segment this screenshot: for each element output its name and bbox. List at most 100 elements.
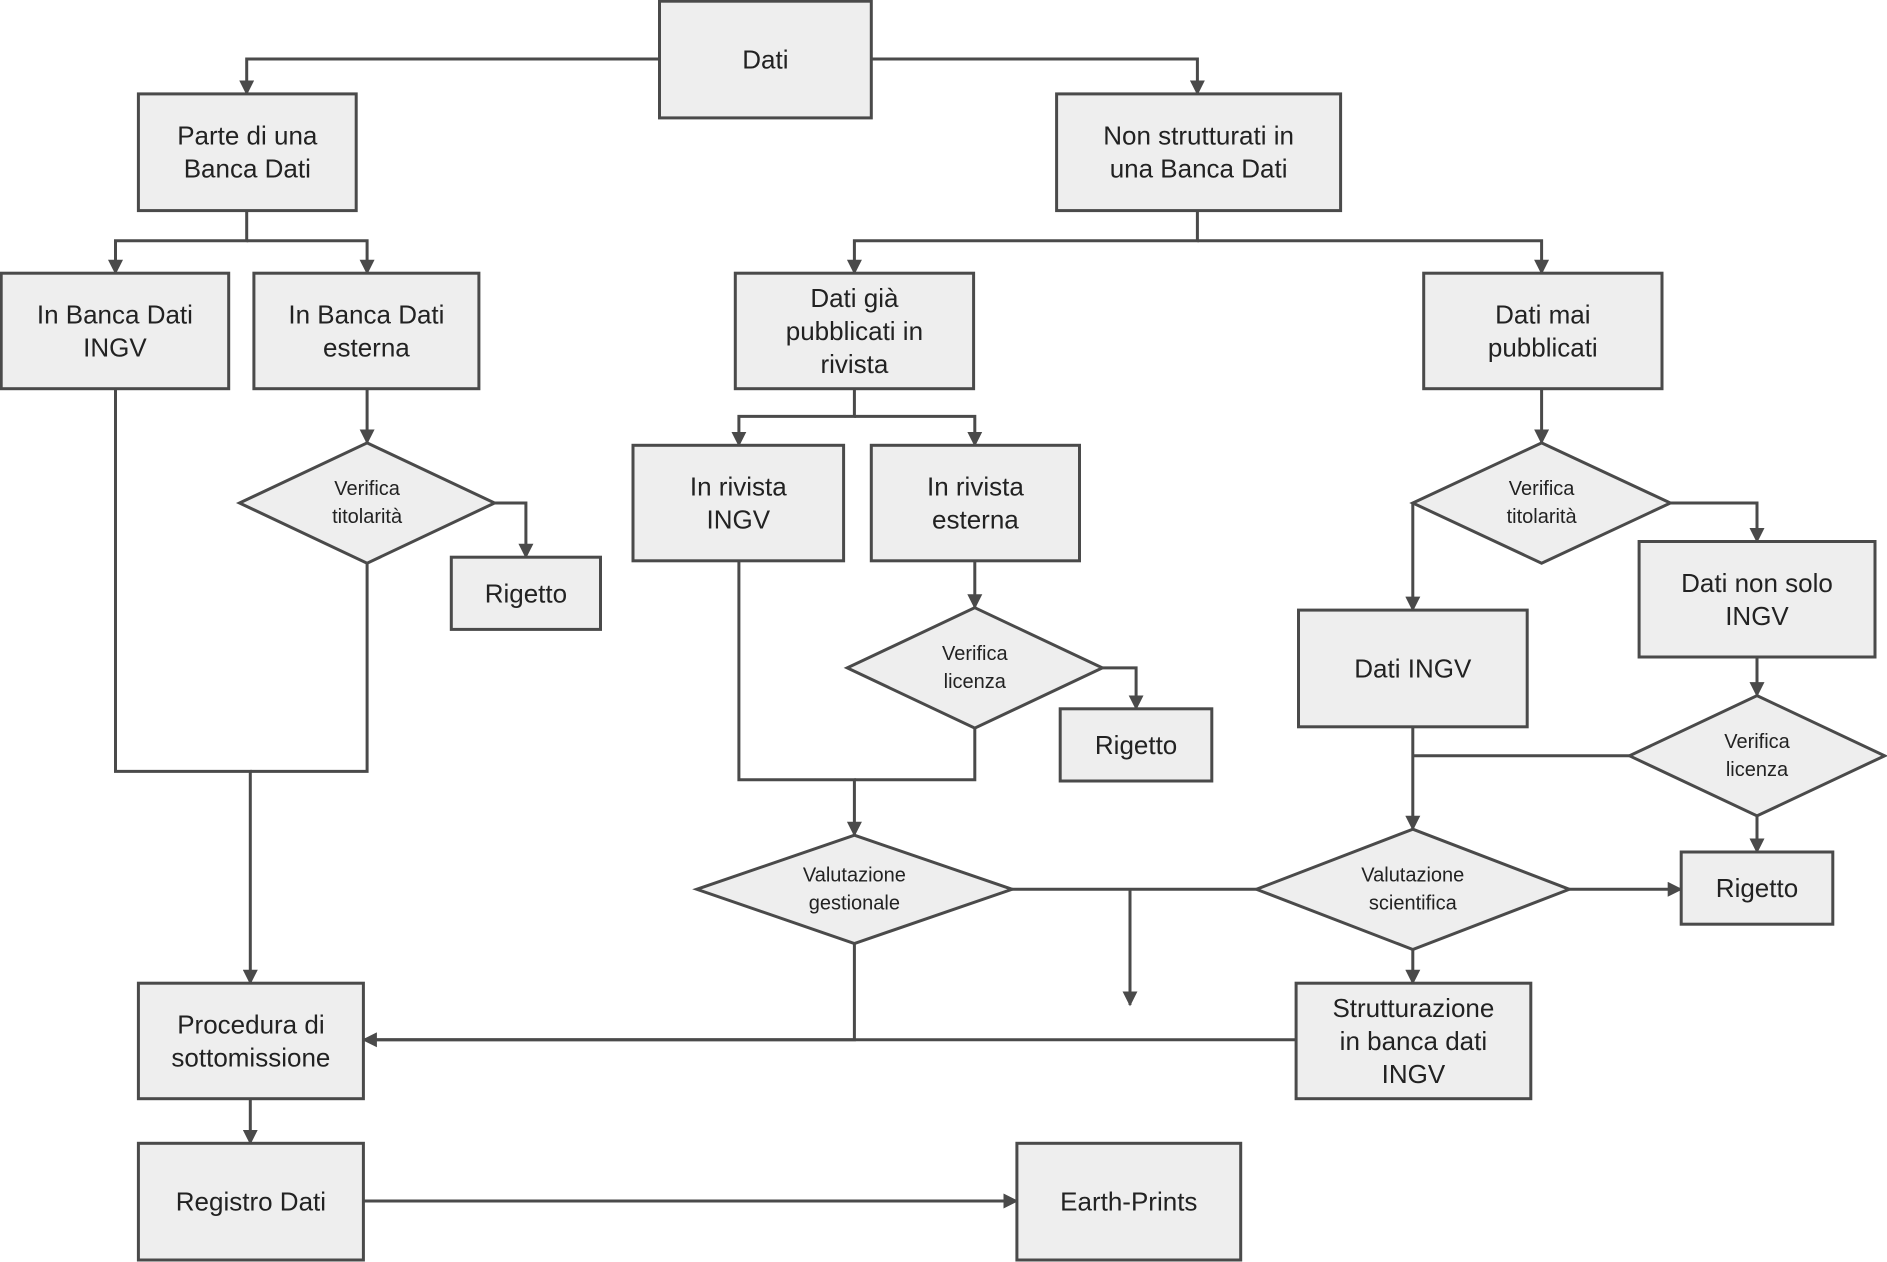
node-label-line: sottomissione <box>171 1043 330 1073</box>
edge-verifica_licenza_1-to-valutazione_gestionale <box>854 728 977 782</box>
node-label-line: esterna <box>932 505 1019 535</box>
edge-parte_banca-to-banca_esterna <box>246 239 375 275</box>
edge-verifica_licenza_1-to-rigetto_2 <box>1102 666 1144 711</box>
edge-non_strutturati-to-gia_pubblicati <box>846 210 1199 275</box>
edge-dati-to-parte_banca <box>239 57 660 96</box>
node-label-line: Verifica <box>1509 478 1575 500</box>
edge-gia_pubblicati-to-rivista_esterna <box>854 414 983 447</box>
node-rigetto-1: Rigetto <box>449 555 602 631</box>
edge-verifica_titolarita_2-to-dati_non_solo <box>1670 501 1765 543</box>
edge-banca_ingv-to-procedura <box>114 388 258 985</box>
node-label-line: Non strutturati in <box>1103 121 1294 151</box>
node-label-line: Dati già <box>810 283 899 313</box>
node-rigetto-3: Rigetto <box>1679 850 1835 926</box>
process-box <box>1422 271 1664 391</box>
process-box <box>449 555 602 631</box>
node-label-line: Rigetto <box>1716 873 1798 903</box>
edge-verifica_titolarita_1-to-procedura <box>250 563 369 773</box>
edge-dati-to-non_strutturati <box>871 57 1205 96</box>
process-box <box>869 443 1081 563</box>
process-box <box>136 92 358 213</box>
node-label-line: titolarità <box>332 506 403 528</box>
edge-valutazione_gestionale-to-procedura <box>361 943 856 1048</box>
node-label-line: Verifica <box>334 478 400 500</box>
node-label-line: Rigetto <box>485 578 567 608</box>
node-label-line: Rigetto <box>1095 730 1177 760</box>
node-label-line: licenza <box>944 671 1007 693</box>
node-registro: Registro Dati <box>136 1141 365 1262</box>
decision-diamond <box>1625 693 1887 818</box>
node-label-line: In rivista <box>690 472 787 502</box>
process-box <box>0 271 231 391</box>
node-valutazione-gestionale: Valutazione gestionale <box>692 833 1017 946</box>
edge-rivista_ingv-to-valutazione_gestionale <box>737 560 862 837</box>
node-label-line: scientifica <box>1369 892 1458 914</box>
node-dati-ingv: Dati INGV <box>1297 608 1529 729</box>
node-label-line: pubblicati in <box>786 316 923 346</box>
node-verifica-licenza-2: Verifica licenza <box>1625 693 1887 818</box>
node-label-line: Valutazione <box>803 864 906 886</box>
decision-diamond <box>235 441 499 565</box>
process-box <box>1294 981 1533 1101</box>
node-label-line: una Banca Dati <box>1110 154 1288 184</box>
process-box <box>631 443 846 563</box>
node-label-line: licenza <box>1726 759 1789 781</box>
node-label-line: Procedura di <box>177 1010 324 1040</box>
node-label-line: Registro Dati <box>176 1187 326 1217</box>
process-box <box>1055 92 1343 213</box>
node-verifica-licenza-1: Verifica licenza <box>843 606 1106 730</box>
process-box <box>1015 1141 1243 1262</box>
node-label-line: Dati non solo <box>1681 568 1833 598</box>
node-label-line: pubblicati <box>1488 332 1598 362</box>
node-verifica-titolarita-1: Verifica titolarità <box>235 441 499 565</box>
node-label-line: INGV <box>1382 1059 1446 1089</box>
process-box <box>658 0 873 120</box>
node-label-line: In rivista <box>927 472 1024 502</box>
node-label-line: INGV <box>707 505 771 535</box>
process-box <box>1679 850 1835 926</box>
decision-diamond <box>1252 827 1574 952</box>
node-label-line: In Banca Dati <box>37 299 193 329</box>
connectors <box>108 57 1765 1209</box>
node-label-line: in banca dati <box>1340 1026 1487 1056</box>
node-label-line: gestionale <box>809 892 900 914</box>
edge-parte_banca-to-banca_ingv <box>108 210 249 275</box>
node-label-line: INGV <box>83 332 147 362</box>
node-label-line: Valutazione <box>1361 864 1464 886</box>
edge-gia_pubblicati-to-rivista_ingv <box>731 388 856 447</box>
node-label-line: esterna <box>323 332 410 362</box>
node-label-line: Verifica <box>1724 731 1790 753</box>
decision-diamond <box>843 606 1106 730</box>
decision-diamond <box>1409 441 1674 565</box>
edge-valutazione_gestionale-to-earth_prints <box>1012 887 1257 1005</box>
node-label-line: Earth-Prints <box>1060 1187 1197 1217</box>
node-label-line: rivista <box>820 349 888 379</box>
node-label-line: Dati INGV <box>1354 654 1472 684</box>
node-label-line: Parte di una <box>177 121 318 151</box>
node-dati: Dati <box>658 0 873 120</box>
node-label-line: Banca Dati <box>184 154 311 184</box>
node-label-line: Verifica <box>942 643 1008 665</box>
process-box <box>136 1141 365 1262</box>
process-box <box>1058 707 1214 783</box>
process-box <box>1297 608 1529 729</box>
process-box <box>136 981 365 1101</box>
node-label-line: INGV <box>1725 601 1789 631</box>
process-box <box>733 271 976 391</box>
edge-non_strutturati-to-mai_pubblicati <box>1197 239 1550 275</box>
node-rigetto-2: Rigetto <box>1058 707 1214 783</box>
node-label-line: Strutturazione <box>1332 993 1494 1023</box>
